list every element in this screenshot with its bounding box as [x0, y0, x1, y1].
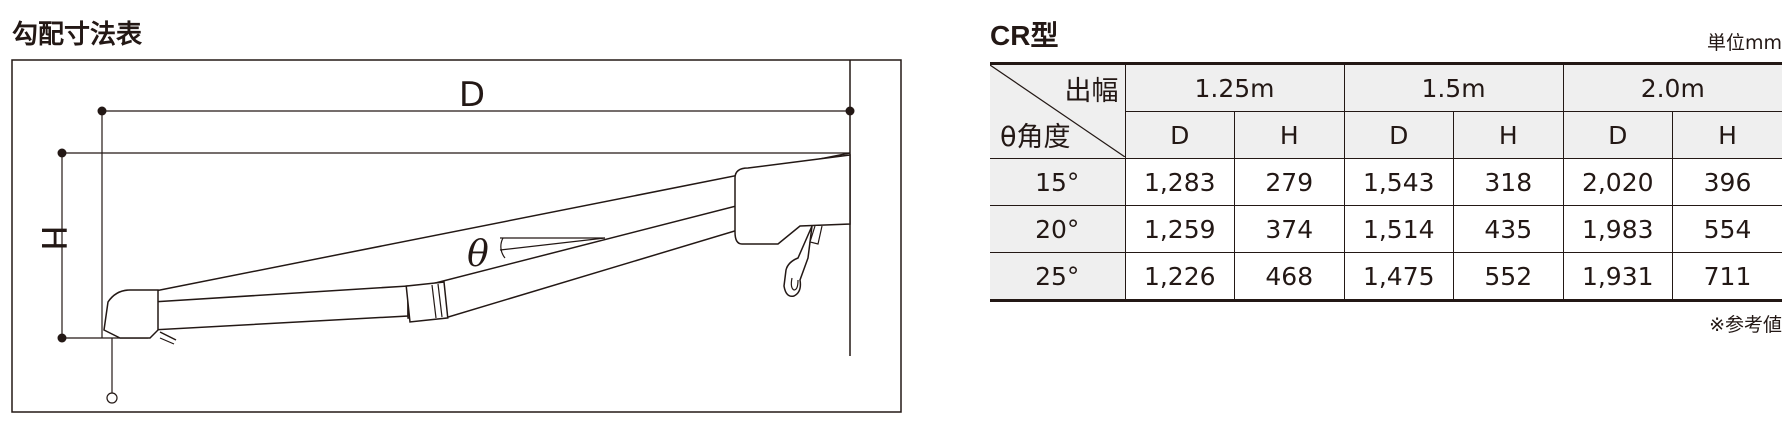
- table-header-row: 出幅 θ角度 1.25m 1.5m 2.0m: [990, 62, 1782, 159]
- table-cell: 711: [1672, 252, 1782, 302]
- table-row: 25° 1,226 468 1,475 552 1,931 711: [990, 252, 1782, 302]
- crank-hook-loop: [809, 225, 823, 245]
- front-bar-clip-2: [159, 337, 175, 345]
- table-title: CR型: [990, 20, 1059, 51]
- awning-cloth-line: [149, 152, 851, 293]
- table-cell: 1,226: [1124, 252, 1235, 302]
- table-subheader-row: D H D H D H: [990, 111, 1782, 159]
- front-bar: [103, 289, 159, 339]
- table-row: 15° 1,283 279 1,543 318 2,020 396: [990, 158, 1782, 206]
- table-cell: 1,475: [1343, 252, 1454, 302]
- width-header: 1.5m: [1343, 62, 1564, 112]
- angle-cell: 25°: [990, 252, 1126, 302]
- wall-case: [734, 154, 851, 245]
- table-cell: 374: [1234, 205, 1345, 253]
- arm-outer-segment: [151, 285, 409, 331]
- sub-header: H: [1672, 111, 1782, 159]
- table-cell: 468: [1234, 252, 1345, 302]
- d-label: D: [459, 75, 485, 115]
- diagram-title: 勾配寸法表: [12, 20, 143, 50]
- table-row: 20° 1,259 374 1,514 435 1,983 554: [990, 205, 1782, 253]
- arm-elbow-joint: [405, 281, 449, 323]
- front-bar-clip: [159, 331, 177, 341]
- diagram-frame: [11, 59, 902, 413]
- unit-label: 単位mm: [1706, 32, 1782, 54]
- table-cell: 435: [1453, 205, 1564, 253]
- slope-dimension-table: 出幅 θ角度 1.25m 1.5m 2.0m D H D H D H 15° 1…: [990, 62, 1782, 302]
- corner-diagonal: [990, 65, 1125, 157]
- table-cell: 1,931: [1562, 252, 1673, 302]
- corner-top-label: 出幅: [1064, 76, 1119, 107]
- elbow-mark-2: [437, 283, 443, 318]
- table-cell: 2,020: [1562, 158, 1673, 206]
- table-cell: 1,259: [1124, 205, 1235, 253]
- width-header: 2.0m: [1562, 62, 1782, 112]
- table-cell: 279: [1234, 158, 1345, 206]
- reference-note: ※参考値: [1709, 314, 1782, 336]
- corner-bottom-label: θ角度: [1000, 122, 1071, 153]
- theta-slope-line: [499, 237, 606, 251]
- width-header: 1.25m: [1124, 62, 1345, 112]
- sub-header: H: [1453, 111, 1564, 159]
- sub-header: H: [1234, 111, 1345, 159]
- crank-hook-inner: [790, 277, 799, 291]
- arm-inner-segment: [407, 204, 749, 319]
- d-dimension-end-right: [845, 106, 855, 116]
- theta-label: θ: [467, 234, 489, 275]
- table-cell: 1,283: [1124, 158, 1235, 206]
- table-cell: 318: [1453, 158, 1564, 206]
- h-dimension-end-bottom: [57, 333, 67, 343]
- table-cell: 1,983: [1562, 205, 1673, 253]
- awning-slope-diagram: D H θ: [11, 59, 902, 413]
- table-corner-cell: 出幅 θ角度: [990, 62, 1126, 159]
- table-cell: 396: [1672, 158, 1782, 206]
- h-dimension-end-top: [57, 148, 67, 158]
- table-cell: 554: [1672, 205, 1782, 253]
- pull-cord-ring: [106, 392, 118, 404]
- h-label: H: [33, 225, 73, 251]
- crank-hook: [783, 225, 813, 298]
- sub-header: D: [1343, 111, 1454, 159]
- table-cell: 1,514: [1343, 205, 1454, 253]
- table-cell: 1,543: [1343, 158, 1454, 206]
- elbow-mark-1: [431, 284, 437, 319]
- sub-header: D: [1562, 111, 1673, 159]
- theta-arc: [500, 237, 506, 259]
- angle-cell: 15°: [990, 158, 1126, 206]
- angle-cell: 20°: [990, 205, 1126, 253]
- sub-header: D: [1125, 111, 1235, 159]
- table-cell: 552: [1453, 252, 1564, 302]
